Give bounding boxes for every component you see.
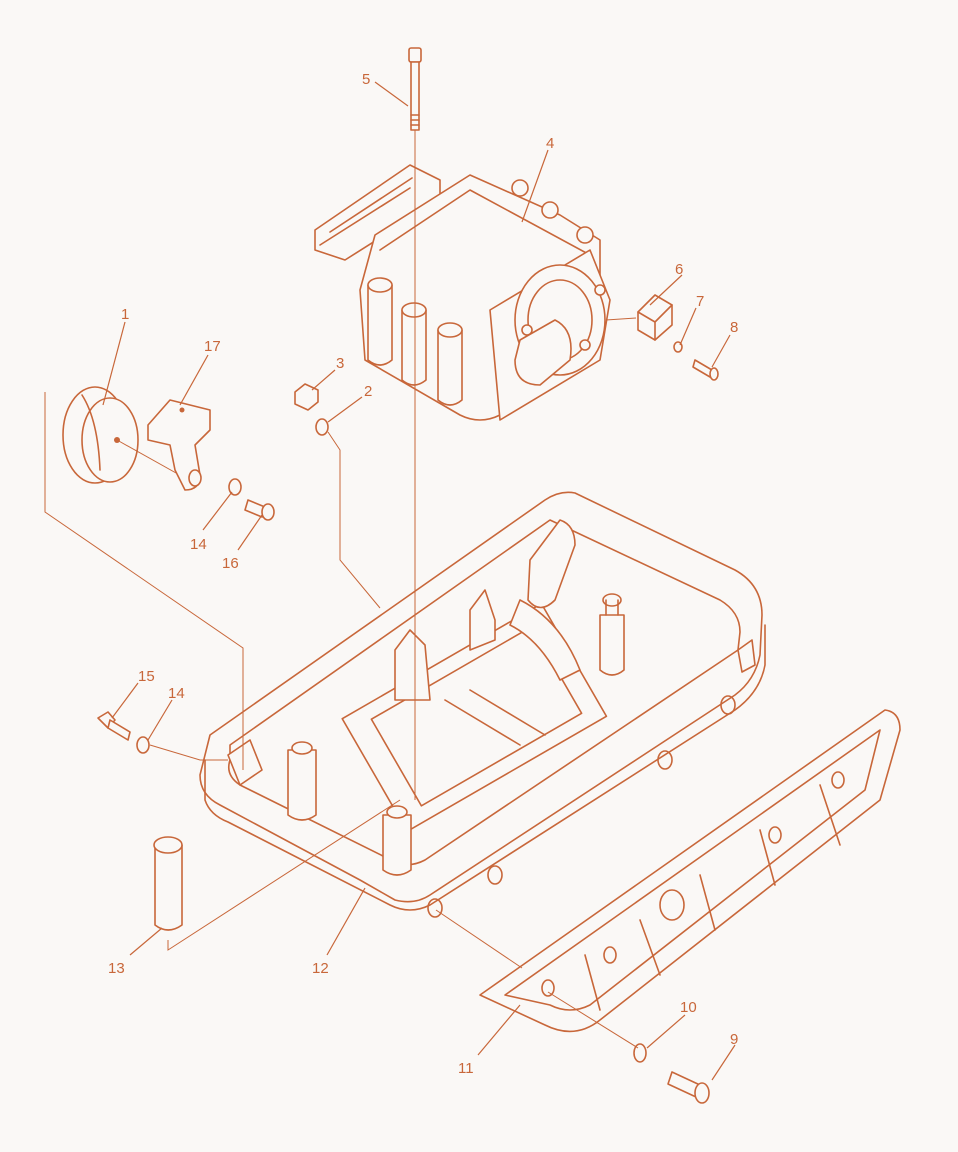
callout-1: 1 — [121, 306, 129, 323]
callout-6: 6 — [675, 261, 683, 278]
assembly-lines — [44, 317, 639, 1049]
callout-7: 7 — [696, 293, 704, 310]
bolt-part-9 — [667, 1071, 710, 1104]
screw-part-16 — [244, 499, 275, 521]
callout-13: 13 — [108, 960, 125, 977]
washer-part-14-lower — [136, 736, 150, 754]
bolt-part-5 — [408, 47, 422, 800]
callout-15: 15 — [138, 668, 155, 685]
callout-5: 5 — [362, 71, 370, 88]
guard-rail-part-11 — [479, 709, 901, 1033]
screw-part-8 — [692, 359, 719, 381]
exciter-housing-part-4 — [314, 164, 611, 421]
nut-part-3 — [294, 383, 319, 411]
base-plate-part-12 — [199, 491, 766, 918]
washer-part-14-upper — [228, 478, 242, 496]
callout-4: 4 — [546, 135, 554, 152]
clamp-part-6 — [637, 294, 673, 341]
callout-10: 10 — [680, 999, 697, 1016]
callout-14-upper: 14 — [190, 536, 207, 553]
callout-9: 9 — [730, 1031, 738, 1048]
bracket-part-17 — [147, 399, 211, 491]
callout-16: 16 — [222, 555, 239, 572]
washer-part-2 — [315, 418, 329, 436]
callout-labels: 1 2 3 4 5 6 7 8 9 10 11 12 13 14 14 15 1… — [108, 71, 738, 1077]
rubber-mount-part-1 — [62, 386, 186, 484]
callout-17: 17 — [204, 338, 221, 355]
callout-2: 2 — [364, 383, 372, 400]
callout-12: 12 — [312, 960, 329, 977]
callout-3: 3 — [336, 355, 344, 372]
washer-part-10 — [633, 1043, 647, 1063]
leader-lines — [102, 81, 736, 1081]
callout-14-lower: 14 — [168, 685, 185, 702]
callout-8: 8 — [730, 319, 738, 336]
sleeve-part-13 — [153, 836, 183, 931]
bolt-part-15 — [97, 711, 131, 741]
callout-11: 11 — [458, 1060, 474, 1077]
